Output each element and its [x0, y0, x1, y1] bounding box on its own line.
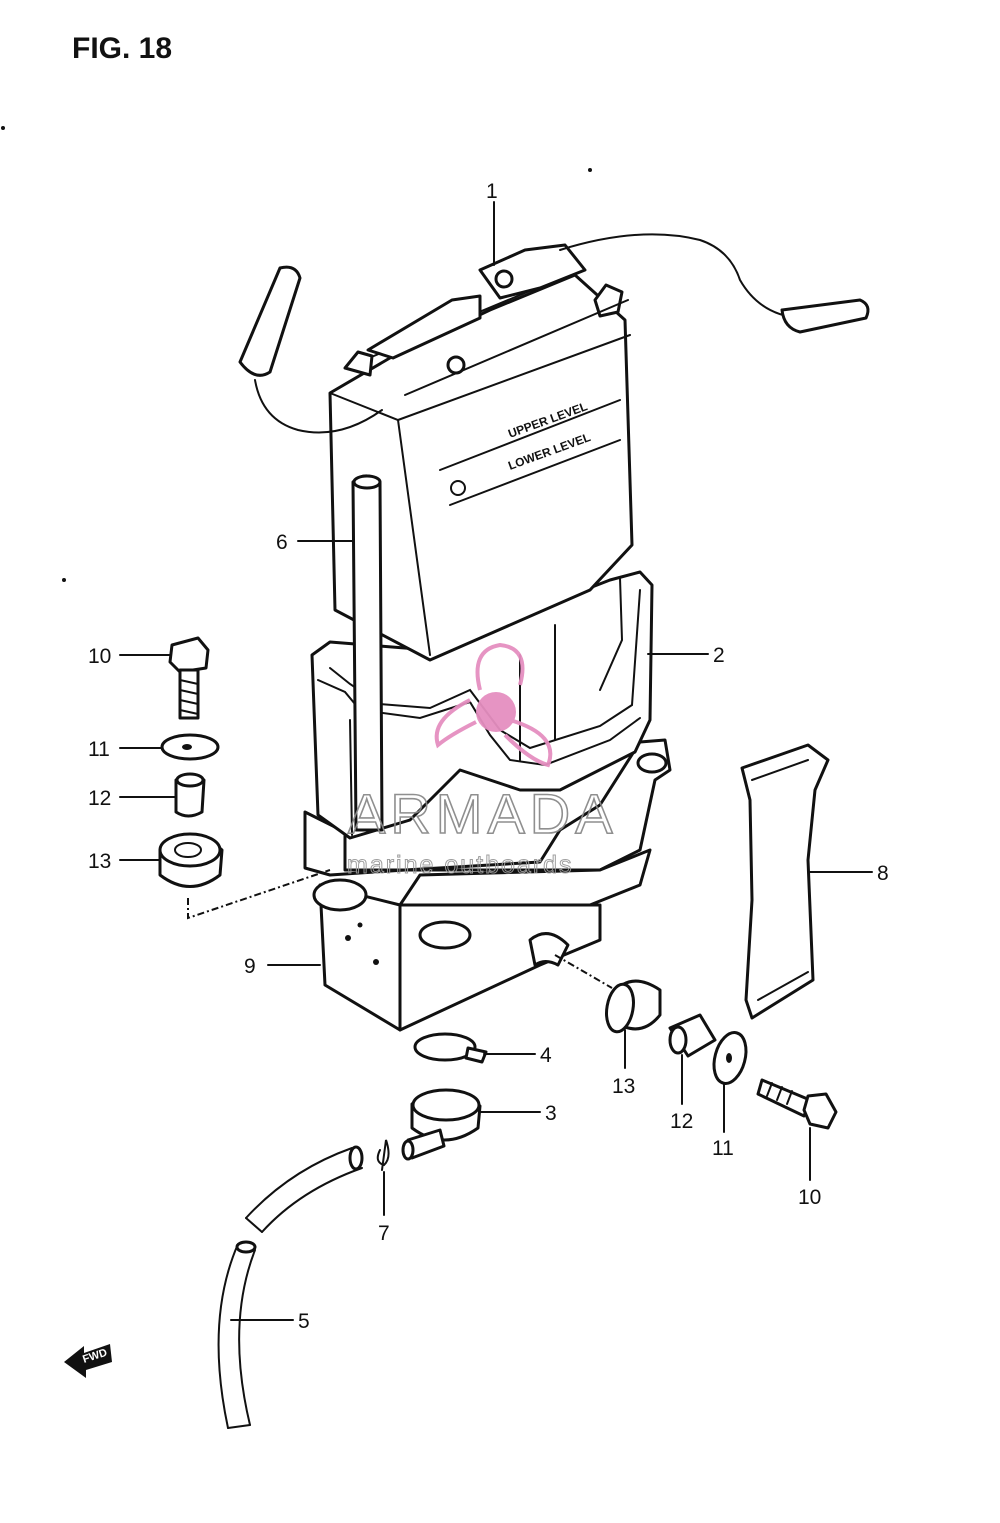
callout-8: 8 — [877, 862, 889, 885]
callout-10-left: 10 — [88, 645, 111, 668]
callout-13-left: 13 — [88, 850, 111, 873]
callout-7: 7 — [378, 1222, 390, 1245]
part-8-holding-band — [740, 743, 830, 1020]
callout-6: 6 — [276, 531, 288, 554]
watermark-tagline: marine outboards — [347, 851, 574, 879]
callout-5: 5 — [298, 1310, 310, 1333]
callout-labels: 1 2 3 4 5 6 7 8 9 10 11 12 13 13 12 11 1… — [88, 180, 889, 1333]
callout-11-left: 11 — [88, 738, 110, 761]
callout-2: 2 — [713, 644, 725, 667]
part-3-drain-fitting — [401, 1088, 482, 1161]
part-13-grommet-right — [605, 979, 662, 1034]
part-4-clamp — [413, 1032, 488, 1064]
callout-13-right: 13 — [612, 1075, 635, 1098]
figure-title: FIG. 18 — [72, 32, 172, 65]
callout-3: 3 — [545, 1102, 557, 1125]
part-12-collar-left — [174, 772, 206, 818]
watermark-brand: ARMADA — [348, 782, 618, 845]
armada-watermark: ARMADA marine outboards — [347, 642, 618, 880]
forward-direction-arrow: FWD — [64, 1344, 112, 1378]
callout-12-left: 12 — [88, 787, 111, 810]
part-1-battery: UPPER LEVEL LOWER LEVEL — [328, 243, 634, 662]
callout-9: 9 — [244, 955, 256, 978]
part-11-washer-left — [160, 733, 220, 761]
callout-11-right: 11 — [712, 1137, 734, 1160]
part-9-bracket — [303, 738, 672, 1032]
part-10-bolt-right — [756, 1078, 838, 1130]
callout-10-right: 10 — [798, 1186, 821, 1209]
callout-1: 1 — [486, 180, 498, 203]
part-10-bolt-left — [168, 636, 210, 720]
left-stack-guide-line — [187, 869, 331, 920]
callout-12-right: 12 — [670, 1110, 693, 1133]
callout-4: 4 — [540, 1044, 552, 1067]
part-11-washer-right — [712, 1031, 748, 1085]
part-7-hose-clip — [376, 1139, 390, 1171]
part-6-breather-pipe — [351, 474, 384, 832]
part-12-collar-right — [668, 1013, 717, 1058]
armada-logo-icon — [434, 642, 553, 768]
callout-leaders — [119, 201, 873, 1321]
scan-specks — [1, 126, 592, 582]
part-5-hose — [217, 1145, 364, 1429]
right-chain-guide-line — [554, 954, 613, 989]
part-13-grommet-left — [158, 832, 224, 888]
battery-cables — [238, 233, 870, 434]
